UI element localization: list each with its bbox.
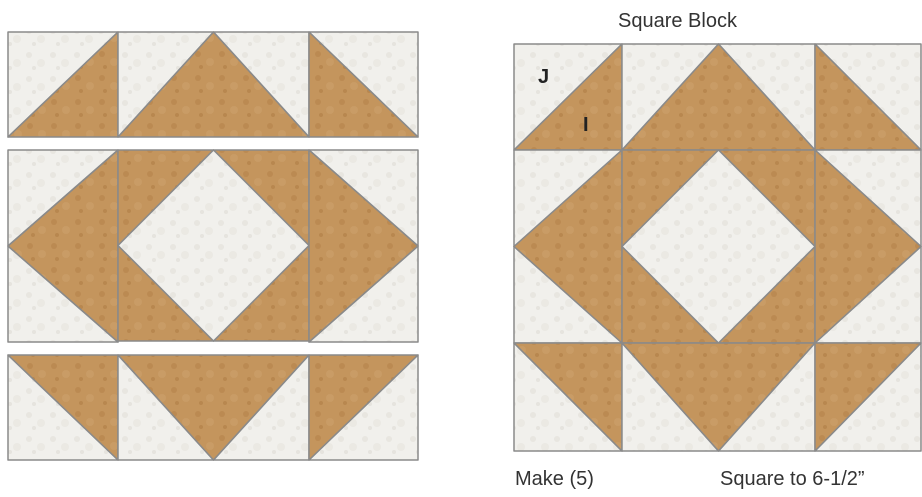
square-size-label: Square to 6-1/2” (720, 468, 865, 490)
patch-label-j: J (538, 66, 549, 88)
block-bottom-goose-goose (621, 342, 816, 452)
bottom-goose-goose (117, 354, 310, 461)
block-bottom-right-hst-tan (814, 342, 922, 452)
patch-label-i: I (583, 114, 589, 136)
top-right-hst-tan (308, 31, 419, 138)
right-goose-goose (308, 149, 419, 343)
finished-square-block (513, 43, 922, 452)
make-count-label: Make (5) (515, 468, 594, 490)
exploded-assembly (7, 31, 419, 461)
block-right-goose-goose (814, 149, 922, 344)
top-goose-goose (117, 31, 310, 138)
block-title: Square Block (618, 10, 737, 32)
bottom-right-hst-tan (308, 354, 419, 461)
center-square-diamond (117, 149, 310, 342)
